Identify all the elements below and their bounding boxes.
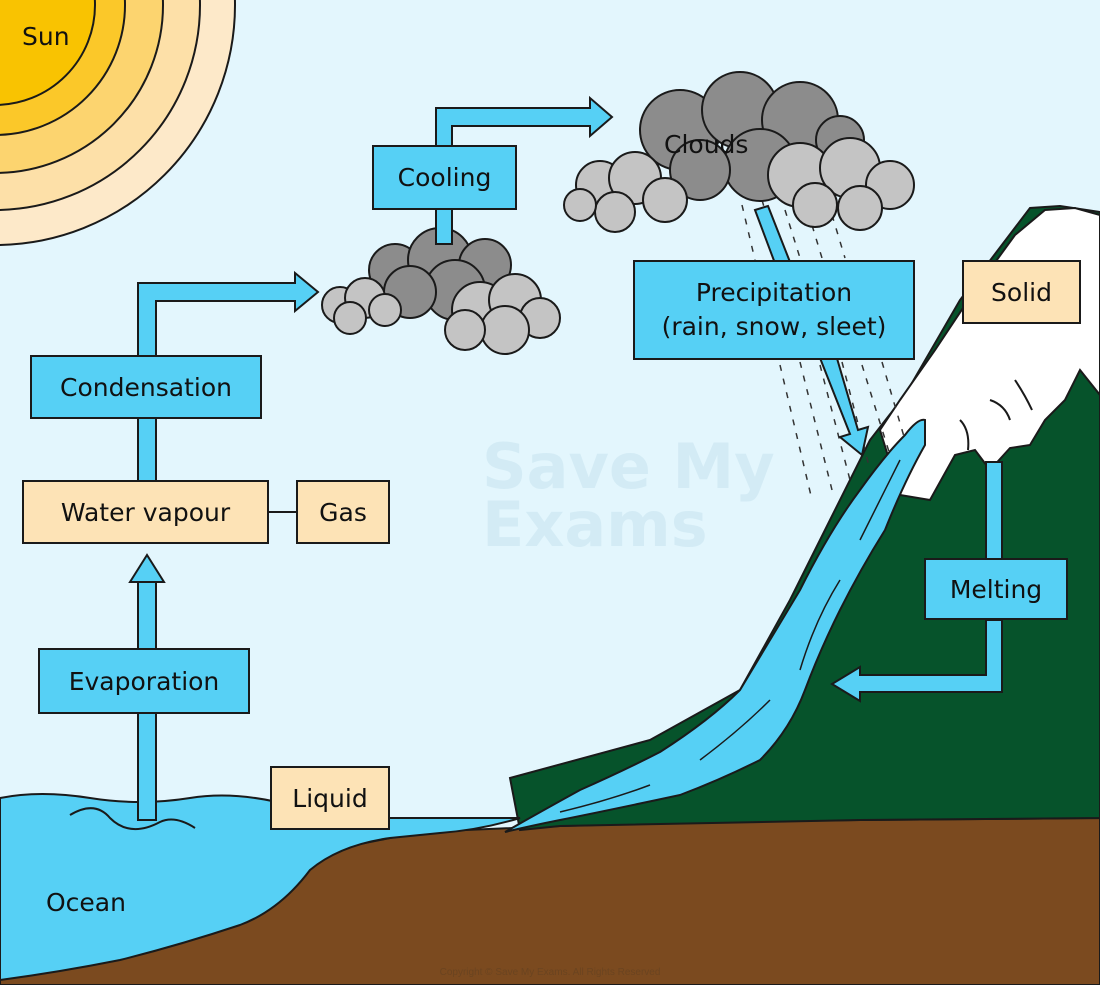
clouds-label: Clouds [664, 130, 749, 159]
flow-arrows [128, 95, 1003, 821]
vapour-connector [137, 415, 157, 483]
precipitation-title: Precipitation [695, 278, 853, 307]
liquid-box: Liquid [270, 766, 390, 830]
solid-box: Solid [962, 260, 1081, 324]
gas-box: Gas [296, 480, 390, 544]
river-detail [559, 459, 901, 813]
cloud-big-group [563, 71, 915, 233]
precipitation-types: (rain, snow, sleet) [661, 312, 887, 341]
melting-arrow [830, 619, 1003, 703]
snow-detail [959, 379, 1033, 451]
watermark: Save My Exams [482, 430, 775, 561]
water-vapour-box: Water vapour [22, 480, 269, 544]
cooling-box: Cooling [372, 145, 517, 210]
watermark-line-2: Exams [482, 488, 708, 561]
river [504, 418, 926, 833]
condensation-arrow [137, 270, 320, 357]
sun-icon [0, 0, 236, 246]
wave [69, 807, 196, 830]
cooling-connector [435, 207, 453, 245]
melting-connector [985, 461, 1003, 561]
condensation-box: Condensation [30, 355, 262, 419]
sun-label: Sun [22, 22, 70, 51]
cooling-arrow [435, 95, 614, 147]
melting-box: Melting [924, 558, 1068, 620]
precipitation-box: Precipitation (rain, snow, sleet) [633, 260, 915, 360]
ocean-label: Ocean [46, 888, 126, 917]
cloud-small-group [321, 227, 561, 355]
watermark-line-1: Save My [482, 430, 775, 503]
precipitation-arrow [818, 353, 870, 457]
evaporation-box: Evaporation [38, 648, 250, 714]
copyright-notice: Copyright © Save My Exams. All Rights Re… [439, 967, 661, 978]
evaporation-arrow [128, 553, 166, 583]
